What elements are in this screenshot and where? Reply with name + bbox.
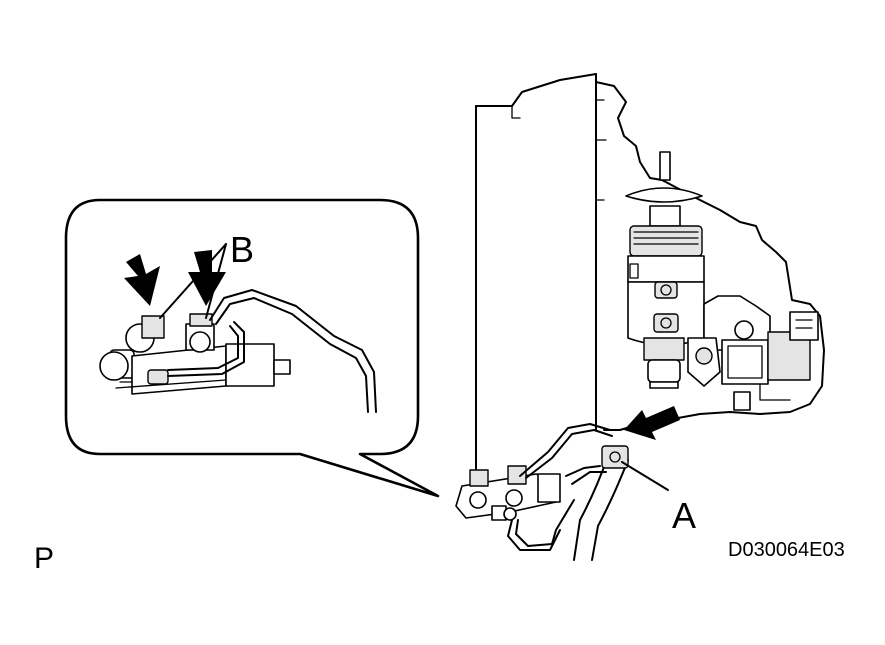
callout-a: A (621, 461, 696, 536)
valve-block (455, 465, 561, 521)
callout-b: B (159, 229, 254, 319)
detail-valve (99, 313, 291, 395)
detail-lines (167, 289, 377, 413)
flexible-hose (573, 445, 629, 561)
callout-b-label: B (230, 229, 254, 270)
actuator-body (627, 205, 705, 389)
callout-a-label: A (672, 495, 696, 536)
drawing-code: D030064E03 (728, 539, 845, 561)
breather-plug (625, 151, 703, 203)
arrow-a-icon (624, 406, 680, 440)
detail-callout (64, 198, 440, 498)
arrows-b-icon (124, 250, 226, 306)
switch-assembly (687, 295, 819, 411)
view-label: P (34, 542, 54, 575)
brake-lines (507, 423, 613, 551)
